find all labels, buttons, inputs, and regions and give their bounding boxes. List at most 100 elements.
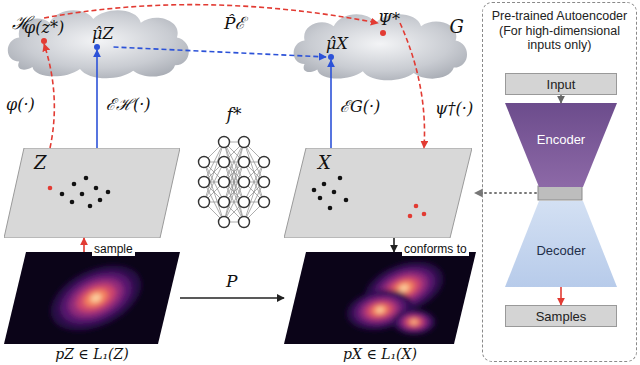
encoder-trapezoid (505, 103, 617, 187)
decoder-block: Decoder (505, 201, 617, 287)
edge-label-box: ℰG(·) (338, 98, 382, 116)
density-contour (364, 299, 396, 321)
node-label: φ(z*) (24, 18, 64, 37)
edge-label: φ(·) (4, 96, 37, 114)
sample-point (48, 186, 53, 191)
connector (44, 44, 54, 148)
network-weight (224, 162, 244, 222)
edge-label-box: P (224, 272, 239, 292)
sample-point (72, 182, 77, 187)
edge-label: ℰℋ(·) (104, 96, 153, 114)
connector (330, 60, 332, 148)
density-contour (81, 285, 111, 310)
network-neuron (239, 177, 250, 188)
node-label: μ̂X (326, 34, 348, 53)
connector (44, 5, 378, 23)
connector (560, 287, 562, 305)
node-label: f* (196, 104, 272, 124)
density-blob (41, 252, 152, 343)
network-neuron (239, 197, 250, 208)
edge-label: P̂ℰ (222, 14, 247, 34)
density-contour (405, 317, 424, 328)
point-dot (94, 44, 100, 50)
network-neuron (259, 197, 270, 208)
edge-label: sample (92, 243, 135, 256)
network-neuron (259, 157, 270, 168)
network-neuron (219, 177, 230, 188)
density-contour (41, 252, 152, 343)
network-neuron (259, 177, 270, 188)
latent-dotted-line (482, 192, 536, 194)
cloud-svg (4, 6, 194, 80)
connector (400, 23, 424, 148)
edge-label: ℰG(·) (338, 98, 382, 116)
density-contour (370, 303, 390, 317)
sample-point (88, 204, 93, 209)
node-label: μ̂Z (92, 24, 114, 43)
box-label: Samples (536, 309, 587, 324)
network-neuron (219, 197, 230, 208)
space-plane (284, 148, 472, 238)
sample-point (422, 212, 427, 217)
space-plane (4, 148, 180, 238)
feature-space-cloud: ℋφ(z*)μ̂Z (4, 6, 194, 80)
sample-point (408, 214, 413, 219)
sample-point (80, 192, 85, 197)
point-dot (41, 38, 47, 44)
density-contour (411, 320, 416, 324)
connector (393, 238, 395, 252)
sample-point (84, 176, 89, 181)
network-neuron (239, 157, 250, 168)
density-ground (284, 252, 476, 344)
network-neuron (239, 137, 250, 148)
network-weight (204, 142, 224, 202)
connector (560, 95, 562, 103)
density-blob (392, 309, 435, 334)
box-label: Encoder (537, 132, 585, 147)
embedded-point: φ(z*) (24, 18, 64, 44)
node-label: Z (34, 152, 47, 173)
edge-label-box: ψ†(·) (433, 100, 475, 118)
density-contour (408, 318, 420, 325)
density-contour (72, 278, 120, 318)
edge-label-box: conforms to (402, 239, 469, 257)
autoencoder-panel: Pre-trained Autoencoder(For high-dimensi… (482, 2, 637, 362)
density-heat (41, 252, 152, 343)
network-neuron (199, 177, 210, 188)
density-contour (52, 262, 139, 334)
density-svg (4, 252, 180, 344)
sample-point (328, 206, 333, 211)
neural-network: f* (196, 104, 272, 236)
latent-plane: Z (4, 148, 180, 238)
input-box: Input (505, 73, 617, 95)
sample-point (414, 204, 419, 209)
density-contour (397, 312, 431, 332)
density-plot: pZ ∈ L₁(Z) (4, 252, 180, 364)
node-label: Pre-trained Autoencoder (483, 3, 636, 23)
data-plane: X (284, 148, 472, 238)
samples-box: Samples (505, 305, 617, 327)
edge-label: ψ†(·) (433, 100, 475, 118)
node-label: pZ ∈ L₁(Z) (4, 346, 180, 362)
connector (180, 297, 284, 299)
mean-embedding-point: μ̂Z (92, 24, 114, 50)
sample-point (70, 200, 75, 205)
plane-svg (284, 148, 472, 238)
edge-label-box: P̂ℰ (222, 14, 247, 34)
density-contour (392, 309, 435, 334)
edge-label-box: sample (92, 239, 135, 257)
sample-point (338, 176, 343, 181)
node-label: X (318, 152, 331, 173)
network-neuron (219, 157, 230, 168)
network-neuron (219, 137, 230, 148)
edge-label-box: ℰℋ(·) (104, 96, 153, 114)
network-neuron (239, 217, 250, 228)
sample-point (60, 192, 65, 197)
plane-svg (4, 148, 180, 238)
point-dot (328, 54, 334, 60)
point-dot (380, 30, 386, 36)
sample-point (322, 182, 327, 187)
sample-point (344, 198, 349, 203)
density-contour (89, 292, 103, 304)
density-contour (401, 314, 427, 329)
